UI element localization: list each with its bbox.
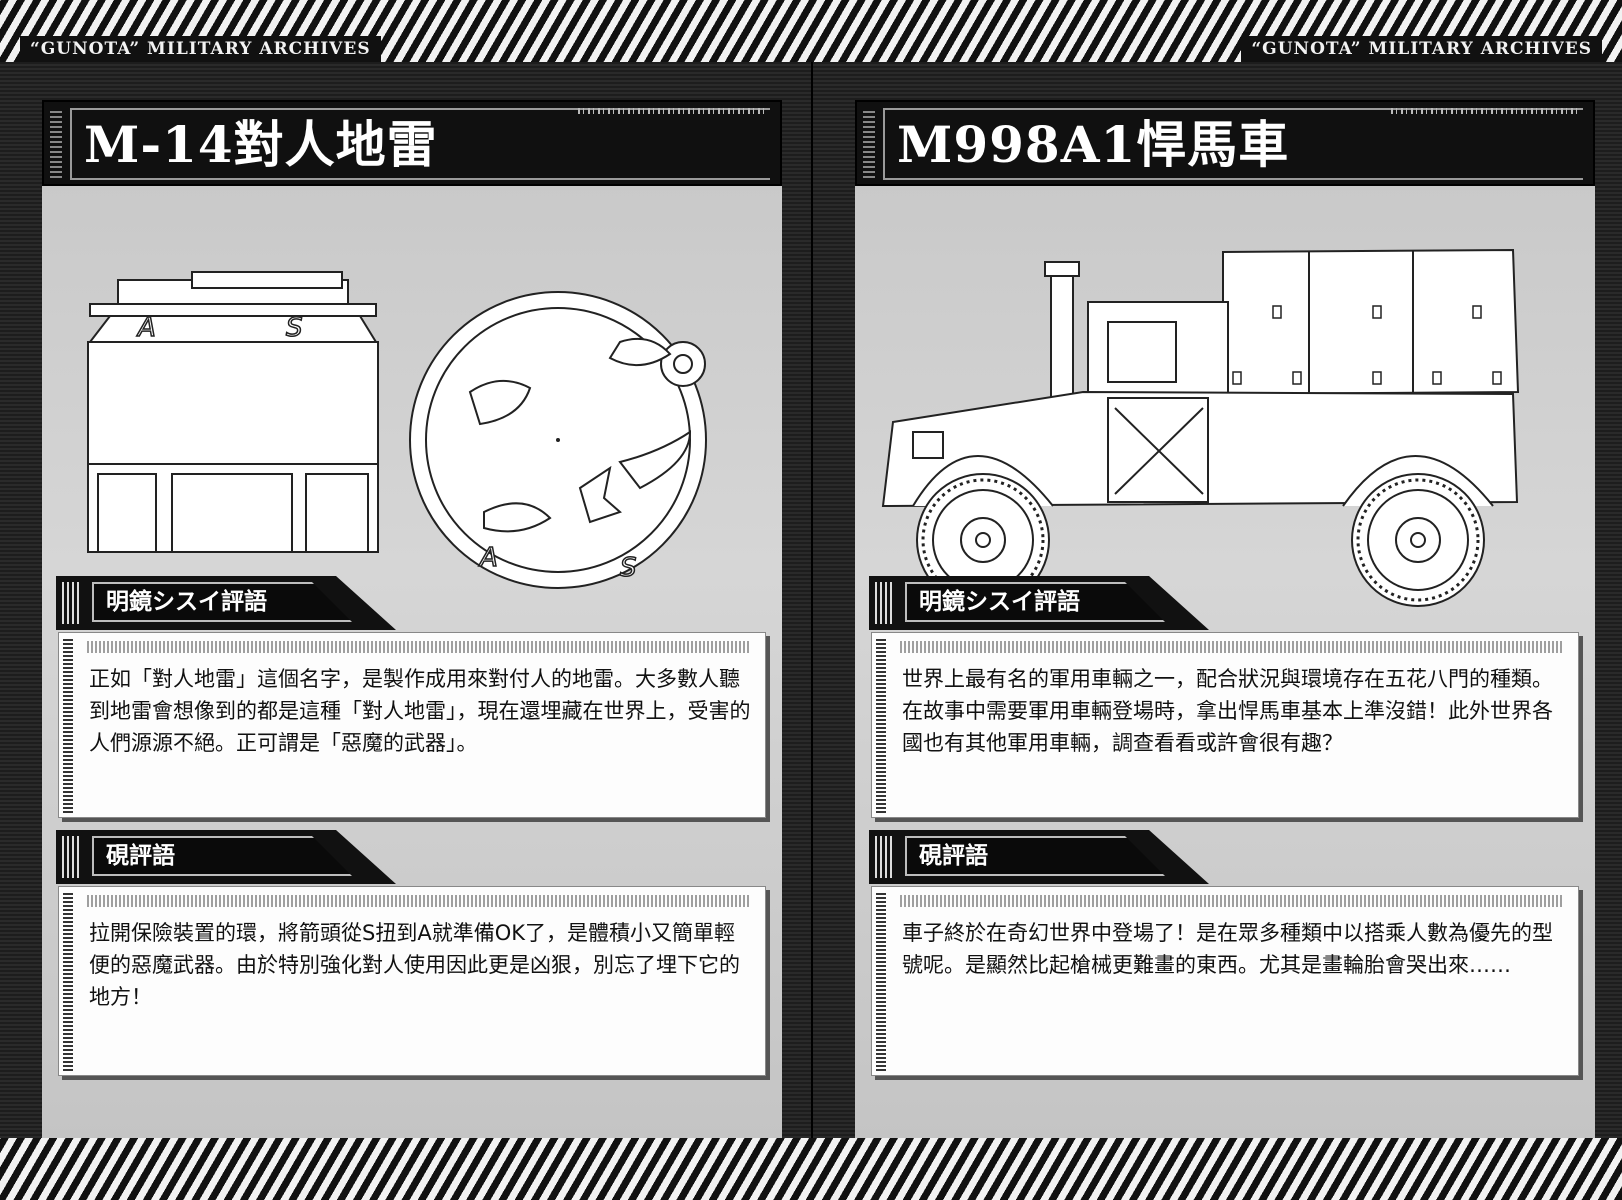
comment-box-1: 正如「對人地雷」這個名字，是製作成用來對付人的地雷。大多數人聽到地雷會想像到的都… [58, 632, 766, 818]
title-dots-decoration [50, 108, 62, 178]
comment-box-2: 拉開保險裝置的環，將箭頭從S扭到A就準備OK了，是體積小又簡單輕便的惡魔武器。由… [58, 886, 766, 1076]
side-marking-s: S [286, 313, 303, 343]
left-title-bar: M-14對人地雷 [42, 100, 782, 186]
comment-text-4: 車子終於在奇幻世界中登場了！是在眾多種類中以搭乘人數為優先的型號呢。是顯然比起槍… [902, 921, 1553, 977]
page-title: M-14對人地雷 [84, 115, 438, 174]
bottom-stripe-border [0, 1138, 1622, 1200]
mine-illustration: A S A S [87, 271, 707, 589]
comment-box-3: 世界上最有名的軍用車輛之一，配合狀況與環境存在五花八門的種類。在故事中需要軍用車… [871, 632, 1579, 818]
left-page: M-14對人地雷 A S [0, 62, 811, 1148]
right-page: M998A1悍馬車 [811, 62, 1622, 1148]
comment-side-hatch [63, 891, 73, 1071]
top-marking-a: A [478, 543, 498, 573]
section-label-1: 明鏡シスイ評語 [92, 582, 352, 622]
comment-side-hatch [876, 891, 886, 1071]
comment-text-3: 世界上最有名的軍用車輛之一，配合狀況與環境存在五花八門的種類。在故事中需要軍用車… [902, 667, 1553, 755]
section-label-4: 硯評語 [905, 836, 1165, 876]
humvee-illustration [881, 248, 1520, 607]
tab-marks-decoration [62, 582, 82, 624]
comment-top-hatch [900, 641, 1562, 653]
comment-top-hatch [87, 895, 749, 907]
comment-top-hatch [900, 895, 1562, 907]
tab-marks-decoration [875, 582, 895, 624]
section-tab-1: 明鏡シスイ評語 [56, 576, 396, 630]
comment-box-4: 車子終於在奇幻世界中登場了！是在眾多種類中以搭乘人數為優先的型號呢。是顯然比起槍… [871, 886, 1579, 1076]
section-tab-4: 硯評語 [869, 830, 1209, 884]
barcode-decoration [578, 108, 768, 114]
title-frame [70, 108, 770, 180]
right-title-bar: M998A1悍馬車 [855, 100, 1595, 186]
comment-top-hatch [87, 641, 749, 653]
comment-side-hatch [63, 637, 73, 813]
barcode-decoration [1391, 108, 1581, 114]
section-tab-3: 明鏡シスイ評語 [869, 576, 1209, 630]
comment-side-hatch [876, 637, 886, 813]
section-tab-2: 硯評語 [56, 830, 396, 884]
side-marking-a: A [136, 313, 156, 343]
comment-text-1: 正如「對人地雷」這個名字，是製作成用來對付人的地雷。大多數人聽到地雷會想像到的都… [89, 667, 751, 755]
page-title: M998A1悍馬車 [897, 115, 1290, 174]
section-label-2: 硯評語 [92, 836, 352, 876]
comment-text-2: 拉開保險裝置的環，將箭頭從S扭到A就準備OK了，是體積小又簡單輕便的惡魔武器。由… [89, 921, 740, 1009]
title-dots-decoration [863, 108, 875, 178]
section-label-3: 明鏡シスイ評語 [905, 582, 1165, 622]
header-label-left: “GUNOTA” MILITARY ARCHIVES [20, 36, 381, 62]
tab-marks-decoration [62, 836, 82, 878]
title-frame [883, 108, 1583, 180]
top-marking-s: S [620, 553, 637, 583]
header-label-right: “GUNOTA” MILITARY ARCHIVES [1241, 36, 1602, 62]
tab-marks-decoration [875, 836, 895, 878]
